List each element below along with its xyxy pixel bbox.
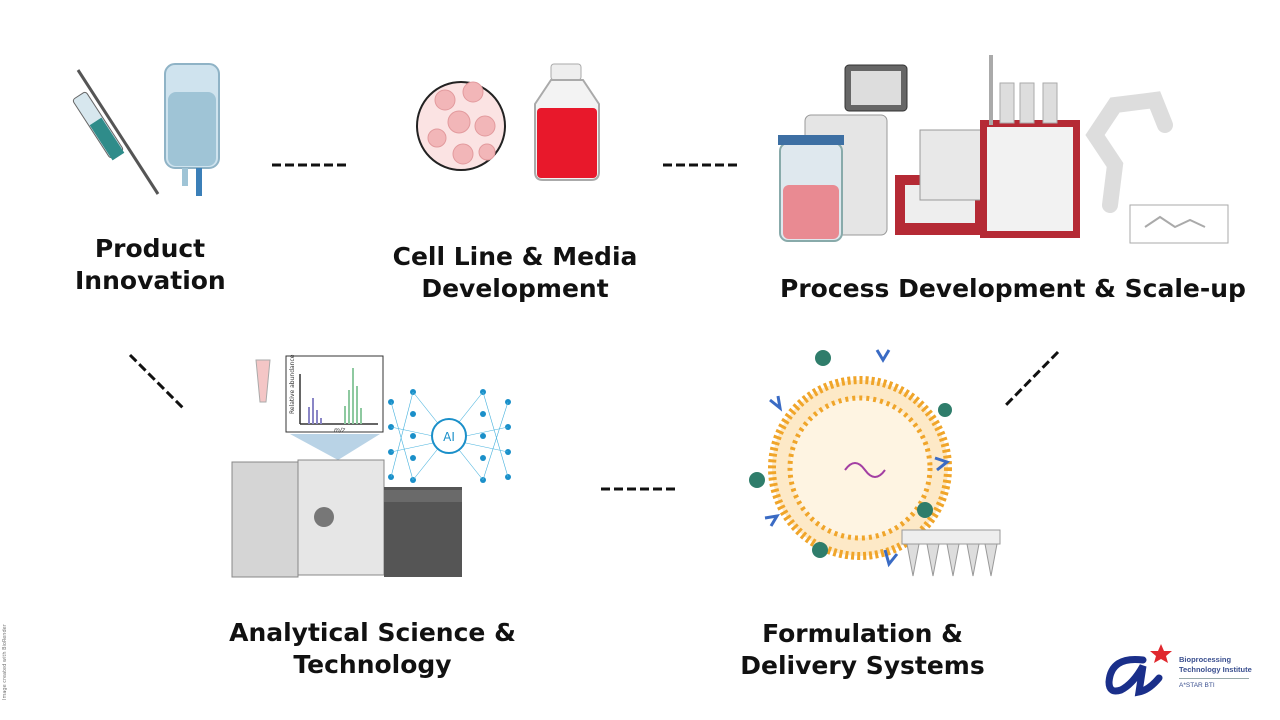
title-line: Product bbox=[94, 234, 206, 263]
ai-label: AI bbox=[443, 430, 455, 444]
title-line: Formulation & bbox=[762, 619, 963, 648]
title-line: Cell Line & Media bbox=[392, 242, 638, 271]
chromatography-system-icon bbox=[895, 55, 1080, 238]
connector-3-5 bbox=[1002, 350, 1060, 409]
logo-line2: Technology Institute bbox=[1179, 665, 1252, 674]
lipid-nanoparticle-illustration bbox=[749, 349, 1001, 577]
bioprocess-equipment-illustration bbox=[778, 55, 1229, 244]
astar-logo-mark bbox=[1105, 644, 1172, 697]
title-line: Development bbox=[421, 274, 609, 303]
cell-culture-illustration bbox=[416, 63, 600, 181]
title-line: Technology bbox=[293, 650, 452, 679]
robotic-arm-icon bbox=[1085, 91, 1229, 244]
title-line: Innovation bbox=[75, 266, 226, 295]
mass-spec-illustration: Relative abundance m/z AI bbox=[231, 354, 511, 578]
syringe-iv-bag-illustration bbox=[72, 63, 220, 196]
connector-1-4 bbox=[128, 353, 187, 412]
neural-network-icon: AI bbox=[388, 389, 511, 483]
title-line: Process Development & Scale-up bbox=[780, 274, 1246, 303]
iv-bag-icon bbox=[164, 63, 220, 196]
cell-dish-icon bbox=[416, 81, 506, 171]
biorender-credit: Image created with BioRender bbox=[2, 624, 8, 700]
lc-ms-instrument-icon bbox=[231, 359, 462, 578]
logo-line1: Bioprocessing bbox=[1179, 655, 1232, 664]
ms-plot-ylabel: Relative abundance bbox=[289, 354, 296, 414]
bioreactor-icon bbox=[778, 64, 908, 242]
nanoparticle-icon bbox=[749, 349, 952, 568]
logo-line3: A*STAR BTI bbox=[1179, 682, 1215, 689]
stage-title-analytical-science: Analytical Science & Technology bbox=[220, 617, 525, 681]
astar-bti-logo: Bioprocessing Technology Institute A*STA… bbox=[1103, 642, 1253, 698]
well-plate-icon bbox=[901, 529, 1001, 577]
title-line: Analytical Science & bbox=[229, 618, 516, 647]
ms-plot: Relative abundance m/z bbox=[285, 354, 384, 460]
logo-divider bbox=[1179, 678, 1249, 679]
title-line: Delivery Systems bbox=[740, 651, 985, 680]
media-bottle-icon bbox=[534, 63, 600, 181]
stage-title-process-development: Process Development & Scale-up bbox=[780, 273, 1246, 305]
syringe-icon bbox=[72, 69, 160, 195]
stage-title-formulation: Formulation & Delivery Systems bbox=[730, 618, 995, 682]
ms-plot-xlabel: m/z bbox=[334, 427, 346, 434]
